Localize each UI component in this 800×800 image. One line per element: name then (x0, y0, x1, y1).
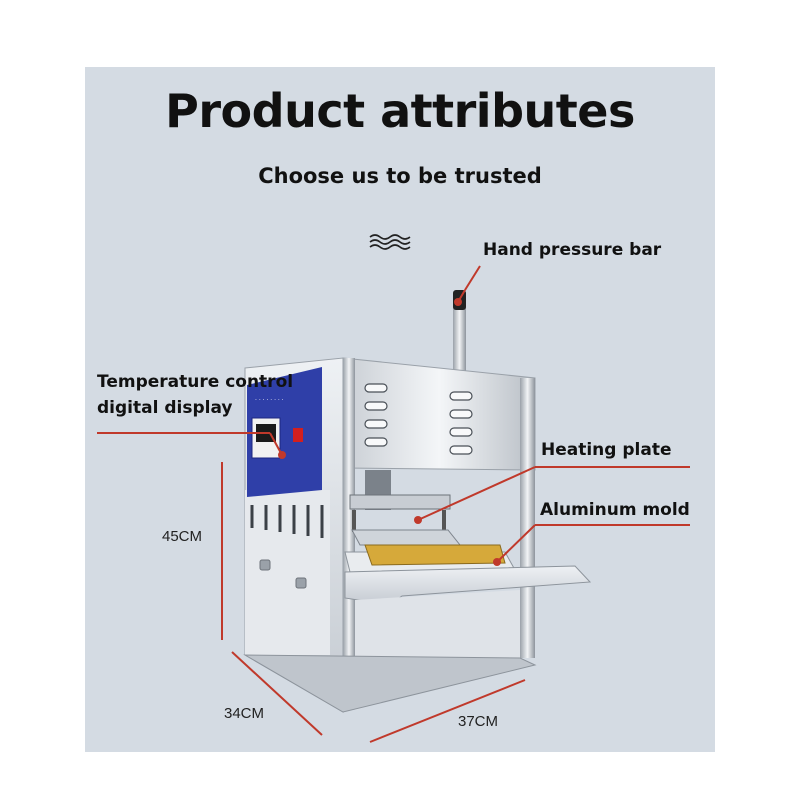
left-post (343, 358, 355, 708)
page-subtitle: Choose us to be trusted (258, 164, 542, 188)
side-knobs (259, 559, 307, 589)
page-title: Product attributes (165, 84, 635, 138)
label-aluminum-mold: Aluminum mold (540, 500, 690, 520)
leader-lines (97, 265, 690, 563)
label-hand-pressure-bar: Hand pressure bar (483, 240, 662, 260)
leader-dots (278, 298, 501, 566)
panel-lettering: · · · · · · · · (255, 397, 284, 404)
machine-base (243, 654, 537, 713)
right-post (520, 378, 535, 658)
sliding-shelf (344, 565, 592, 606)
power-switch (293, 428, 303, 442)
label-heating-plate: Heating plate (541, 440, 672, 460)
wave-icon (369, 234, 411, 250)
dimension-height: 45CM (162, 528, 203, 545)
heating-plate (351, 529, 462, 546)
side-vents (250, 505, 324, 538)
label-temperature-control: Temperature control (97, 372, 294, 392)
press-mechanism (349, 470, 451, 532)
upper-housing (342, 357, 536, 471)
housing-vents (364, 383, 473, 455)
dimension-width: 37CM (458, 713, 499, 730)
dimension-lines (221, 462, 526, 743)
control-panel (247, 367, 322, 497)
aluminum-mold (364, 544, 506, 566)
machine-left-side (245, 490, 330, 655)
label-digital-display: digital display (97, 398, 233, 418)
dimension-depth: 34CM (224, 705, 265, 722)
